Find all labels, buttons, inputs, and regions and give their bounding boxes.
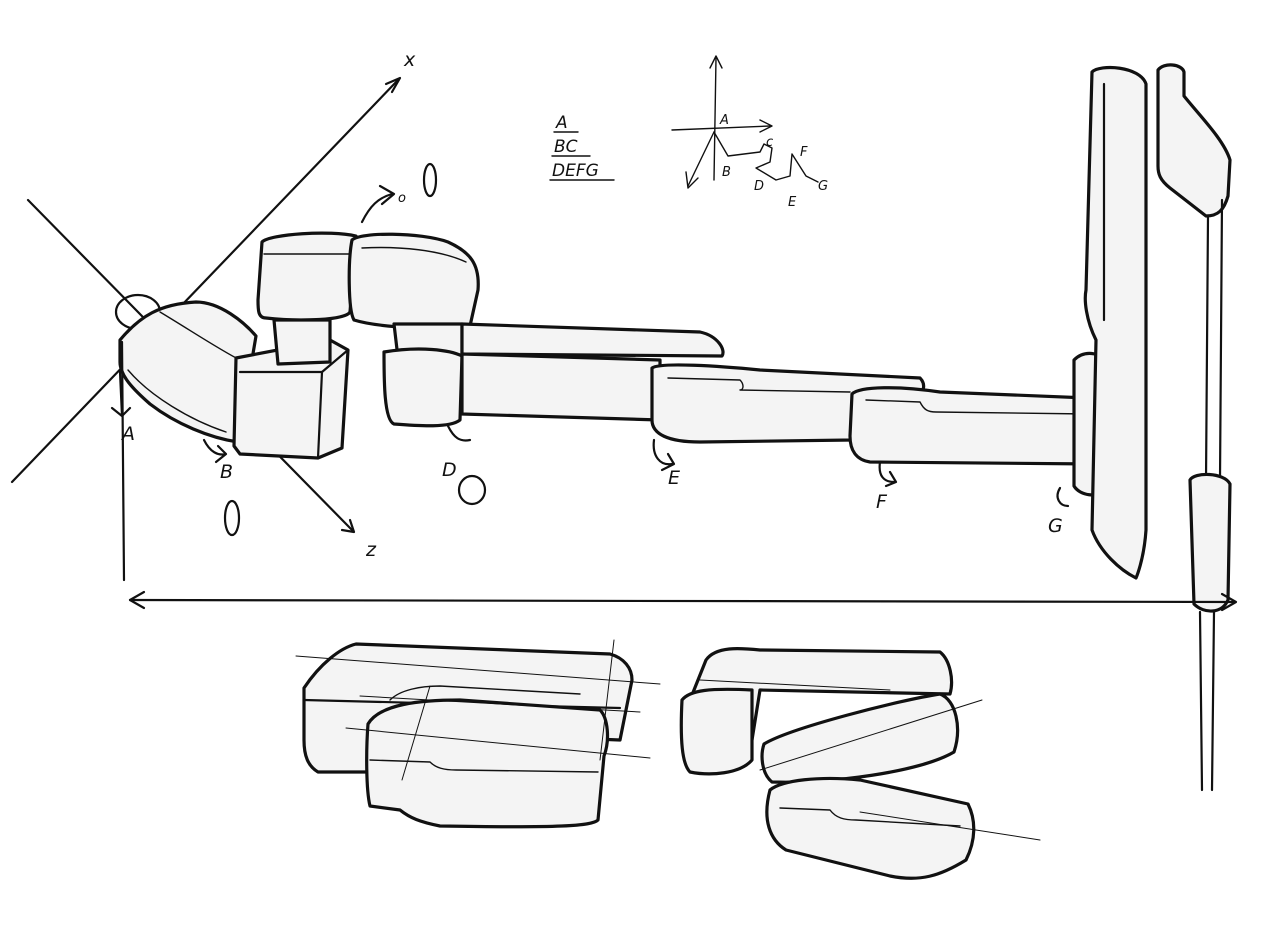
schematic-label-f: F xyxy=(800,145,808,160)
schematic-label-a: A xyxy=(719,113,729,128)
kinematic-schematic: A B c D E F G xyxy=(671,55,828,210)
dimension-arrow-left xyxy=(128,590,146,610)
arm-link-1 xyxy=(460,322,725,422)
c1-body xyxy=(256,231,358,322)
elbow-contour xyxy=(159,311,241,361)
arm-link-e xyxy=(650,363,926,444)
rotation-ring-d xyxy=(457,474,487,506)
gripper-shaft-left xyxy=(1204,214,1210,482)
schematic-arrowhead xyxy=(685,171,699,189)
probe-needle-right xyxy=(1210,610,1216,792)
gripper-housing xyxy=(1156,63,1232,218)
schematic-label-g: G xyxy=(818,179,828,194)
schematic-chain xyxy=(713,131,819,183)
construction-line xyxy=(699,679,891,691)
construction-line xyxy=(295,655,661,685)
x-axis-label: x xyxy=(403,49,416,71)
detail-right-link-2 xyxy=(765,776,976,880)
construction-line xyxy=(359,695,641,713)
f-segment-body xyxy=(848,386,1101,466)
detail-left-contour xyxy=(369,759,599,773)
x-axis-line xyxy=(10,78,400,484)
detail-sketch-right xyxy=(679,646,1041,880)
joint-b-block xyxy=(232,338,350,460)
rotation-mark: o xyxy=(398,191,406,206)
tool-plate xyxy=(1083,65,1148,580)
joint-c-upper-block-1 xyxy=(256,231,358,366)
joint-b-arrow xyxy=(202,438,228,464)
joint-label-b: B xyxy=(220,461,233,483)
construction-line xyxy=(401,685,431,781)
joint-label-f: F xyxy=(876,491,888,513)
dimension-line xyxy=(128,598,1236,604)
joint-c-upper-block-2 xyxy=(347,232,480,360)
legend-item-defg: DEFG xyxy=(552,161,599,181)
schematic-label-d: D xyxy=(754,179,764,194)
legend-item-bc: BC xyxy=(554,137,578,157)
detail-right-contour xyxy=(779,807,961,827)
rotation-arrowhead-top xyxy=(378,184,396,206)
arm-link-f xyxy=(848,386,1101,466)
joint-d-block xyxy=(382,347,464,428)
c2-edge xyxy=(361,246,467,263)
schematic-label-b: B xyxy=(722,165,731,180)
e-segment-body xyxy=(650,363,926,444)
x-axis-arrowhead xyxy=(384,76,402,94)
gripper-collar xyxy=(1188,472,1232,613)
joint-g-arrow xyxy=(1056,486,1070,508)
schematic-arrowhead xyxy=(759,119,773,133)
end-effector xyxy=(1072,63,1232,792)
rotation-arrow-top xyxy=(360,192,394,224)
probe-needle-left xyxy=(1198,610,1204,792)
construction-line xyxy=(345,727,651,759)
construction-line xyxy=(599,639,615,761)
schematic-arrowhead xyxy=(709,55,723,69)
joint-label-g: G xyxy=(1048,515,1063,537)
joint-label-d: D xyxy=(442,459,457,481)
link1-top-rail xyxy=(460,322,725,358)
schematic-diagonal-axis xyxy=(687,131,715,187)
d-block-body xyxy=(382,347,464,428)
joint-f-arrow xyxy=(878,460,898,488)
detail-sketch-left xyxy=(295,639,661,829)
joint-label-e: E xyxy=(668,467,680,489)
rotation-ring-b xyxy=(223,499,241,537)
reach-dimension xyxy=(120,340,1238,612)
joint-d-arrow xyxy=(446,424,472,442)
schematic-label-c: c xyxy=(766,135,773,150)
b-block-edge xyxy=(316,370,324,460)
c1-neck xyxy=(272,318,332,366)
schematic-vertical-axis xyxy=(713,57,717,181)
rotation-ring-c xyxy=(422,162,438,198)
e-segment-slot xyxy=(667,377,851,393)
detail-right-hub xyxy=(679,687,754,776)
dimension-arrow-right xyxy=(1220,592,1238,612)
link1-body xyxy=(460,352,662,422)
construction-line xyxy=(859,811,1041,841)
z-axis-label: z xyxy=(365,539,377,561)
detail-left-lower-block xyxy=(365,698,610,829)
z-axis-arrowhead xyxy=(340,518,356,534)
f-segment-slot xyxy=(865,399,1089,415)
legend: A BC DEFG xyxy=(549,113,615,181)
schematic-horizontal-axis xyxy=(671,125,771,131)
dimension-extension-left xyxy=(120,340,126,582)
elbow-contour xyxy=(127,369,227,433)
construction-line xyxy=(759,699,983,771)
schematic-label-e: E xyxy=(788,195,797,210)
detail-left-slot xyxy=(389,685,581,701)
gripper-shaft-right xyxy=(1218,198,1224,482)
joint-e-arrow xyxy=(652,438,676,472)
legend-item-a: A xyxy=(555,113,568,133)
